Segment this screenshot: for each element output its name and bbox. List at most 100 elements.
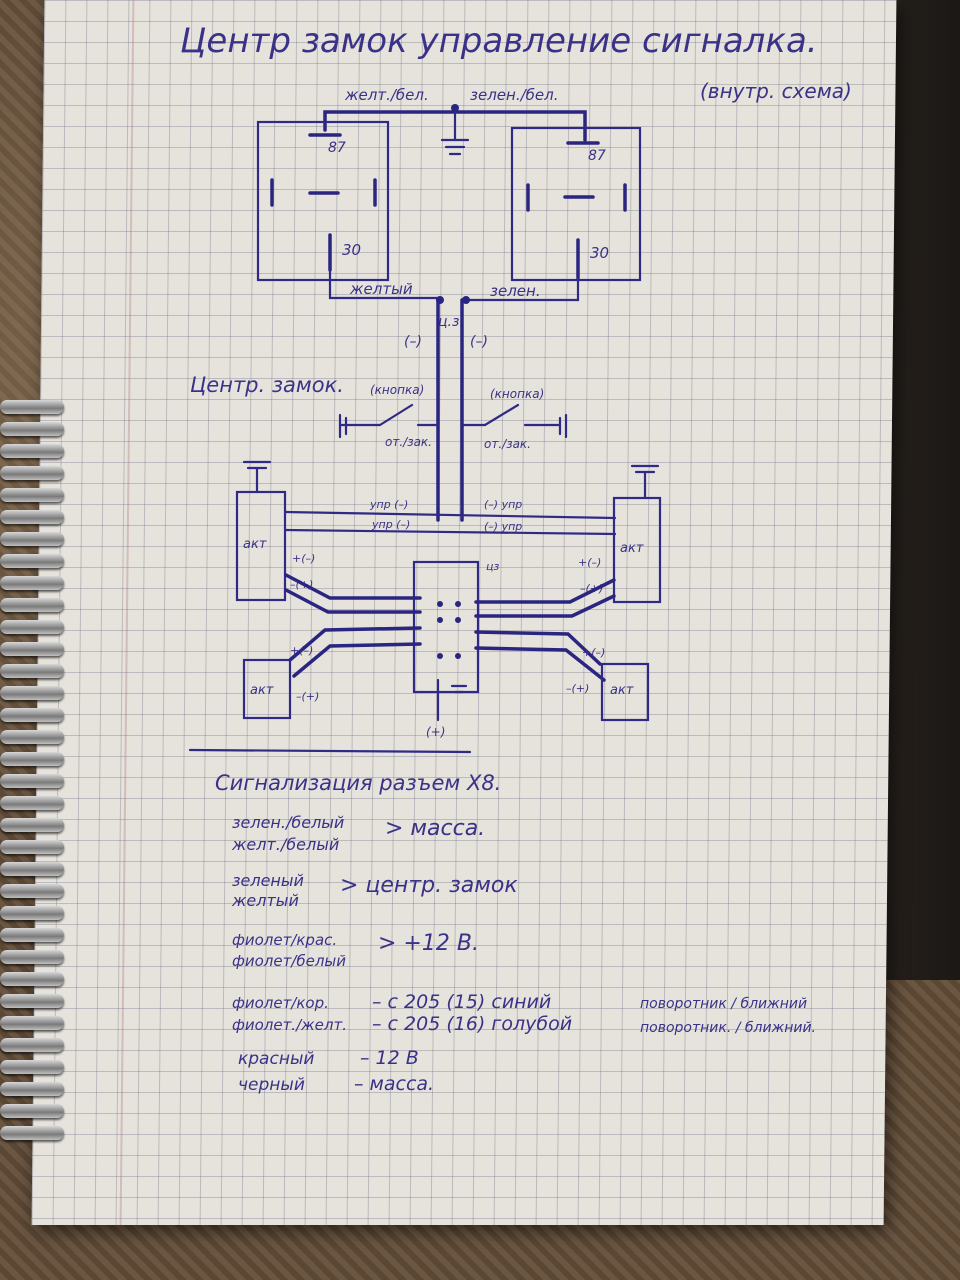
spiral-ring <box>0 1060 64 1074</box>
actuator-top-right <box>612 496 662 604</box>
spiral-ring <box>0 708 64 722</box>
row1-wire1: зелен./белый <box>232 813 344 832</box>
row2-wire2: желтый <box>231 891 299 910</box>
spiral-ring <box>0 576 64 590</box>
spiral-ring <box>0 840 64 854</box>
upr-label-left-2: упр (–) <box>371 518 410 531</box>
module-dot-3 <box>437 617 443 623</box>
spiral-ring <box>0 422 64 436</box>
power2-dest: – масса. <box>354 1073 434 1095</box>
polarity-top-right-2: –(+) <box>580 582 603 595</box>
spiral-ring <box>0 554 64 568</box>
spiral-ring <box>0 972 64 986</box>
relay-left-87: 87 <box>328 140 346 156</box>
row2-wire1: зеленый <box>232 871 304 890</box>
page-subtitle: (внутр. схема) <box>700 79 852 103</box>
switch-left <box>338 403 440 427</box>
relay-right-30: 30 <box>590 244 609 262</box>
power2-wire: черный <box>238 1075 305 1095</box>
module-dot-2 <box>455 601 461 607</box>
actuator-bottom-left <box>242 658 292 720</box>
module-dot-5 <box>437 653 443 659</box>
wire-label-bottom-left: желтый <box>349 280 413 298</box>
junction-dot-right <box>462 296 470 304</box>
polarity-top-left-1: +(–) <box>292 552 315 565</box>
polarity-bottom-right-2: –(+) <box>566 682 589 695</box>
switch-right <box>460 403 562 427</box>
main-vertical-wires <box>436 298 464 522</box>
switch-right-ground <box>558 413 568 439</box>
control-lines <box>283 510 617 536</box>
actuator-label-top-left: акт <box>243 537 267 552</box>
spiral-ring <box>0 532 64 546</box>
connector-heading: Сигнализация разъем X8. <box>215 771 501 795</box>
pin1-note: поворотник / ближний <box>640 996 807 1012</box>
section-central-lock: Центр. замок. <box>190 373 344 397</box>
actuator-label-bottom-left: акт <box>250 683 274 698</box>
spiral-ring <box>0 686 64 700</box>
wire-label-bottom-right: зелен. <box>490 282 541 300</box>
upr-label-right-1: (–) упр <box>484 498 522 511</box>
spiral-ring <box>0 950 64 964</box>
neg-label-left: (–) <box>404 334 422 350</box>
spiral-ring <box>0 1082 64 1096</box>
relay-left-out-wire <box>328 268 442 300</box>
switch-left-ground <box>338 413 348 439</box>
row1-wire2: желт./белый <box>231 835 339 854</box>
section-divider <box>188 748 472 754</box>
spiral-ring <box>0 994 64 1008</box>
spiral-ring <box>0 1104 64 1118</box>
relay-right-coil <box>526 183 627 212</box>
polarity-top-right-1: +(–) <box>578 556 601 569</box>
spiral-ring <box>0 796 64 810</box>
actuator-label-bottom-right: акт <box>610 683 634 698</box>
relay-right-out-wire <box>468 276 580 302</box>
button-label-right: (кнопка) <box>490 387 544 401</box>
spiral-ring <box>0 444 64 458</box>
right-harness-bottom <box>474 630 606 682</box>
spiral-ring <box>0 664 64 678</box>
spiral-ring <box>0 862 64 876</box>
spiral-ring <box>0 620 64 634</box>
row3-wire1: фиолет/крас. <box>232 931 337 949</box>
spiral-ring <box>0 1126 64 1140</box>
spiral-ring <box>0 642 64 656</box>
spiral-ring <box>0 466 64 480</box>
spiral-ring <box>0 488 64 502</box>
module-dot-1 <box>437 601 443 607</box>
spiral-ring <box>0 818 64 832</box>
bus-junction-dot <box>451 104 459 112</box>
relay-left-30: 30 <box>342 241 361 259</box>
pin2-dest: – с 205 (16) голубой <box>372 1013 572 1035</box>
relay-right-box <box>510 126 642 282</box>
module-dot-4 <box>455 617 461 623</box>
module-ground <box>436 678 468 722</box>
junction-label: ц.з. <box>438 314 464 330</box>
power1-wire: красный <box>238 1049 314 1069</box>
pin1-dest: – с 205 (15) синий <box>372 991 551 1013</box>
row3-target: > +12 В. <box>378 931 479 956</box>
left-harness-bottom <box>288 626 422 678</box>
spiral-ring <box>0 1016 64 1030</box>
spiral-ring <box>0 400 64 414</box>
wire-label-top-left: желт./бел. <box>344 86 429 104</box>
row1-target: > масса. <box>385 816 485 841</box>
actuator-label-top-right: акт <box>620 541 644 556</box>
polarity-bottom-left-2: –(+) <box>296 690 319 703</box>
power1-dest: – 12 В <box>360 1047 419 1069</box>
module-dot-6 <box>455 653 461 659</box>
wire-label-top-right: зелен./бел. <box>470 86 558 104</box>
central-module-label: цз <box>486 560 499 573</box>
button-label-left: (кнопка) <box>370 383 424 397</box>
spiral-ring <box>0 928 64 942</box>
central-module <box>412 560 480 694</box>
spiral-binding <box>0 400 70 1160</box>
upr-label-left-1: упр (–) <box>369 498 408 511</box>
actuator-ground-top-left <box>242 460 272 494</box>
plus-label-bottom: (+) <box>426 725 445 739</box>
page-title: Центр замок управление сигналка. <box>180 21 818 61</box>
pin2-note: поворотник. / ближний. <box>640 1020 816 1036</box>
ground-symbol <box>440 110 470 156</box>
actuator-top-left <box>235 490 287 602</box>
